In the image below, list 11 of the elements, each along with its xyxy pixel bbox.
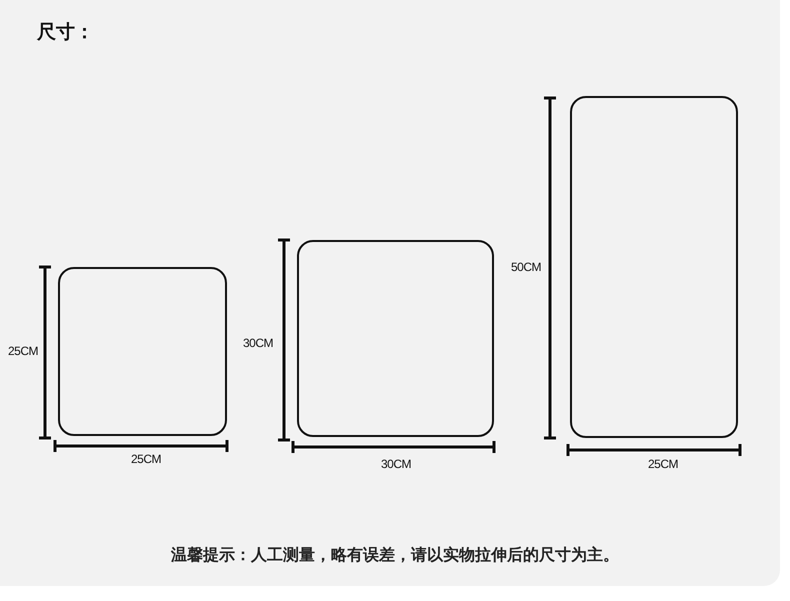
dimension-label: 25CM [131, 452, 161, 466]
dimension-label: 25CM [8, 344, 38, 358]
dimension-label: 30CM [243, 336, 273, 350]
dimension-label: 50CM [511, 260, 541, 274]
caption-note: 温馨提示：人工测量，略有误差，请以实物拉伸后的尺寸为主。 [171, 545, 619, 566]
rounded-rectangle [58, 267, 227, 436]
dimension-label: 30CM [381, 457, 411, 471]
heading: 尺寸： [37, 20, 94, 45]
dimension-label: 25CM [648, 457, 678, 471]
rounded-rectangle [570, 96, 738, 438]
rounded-rectangle [297, 240, 494, 437]
